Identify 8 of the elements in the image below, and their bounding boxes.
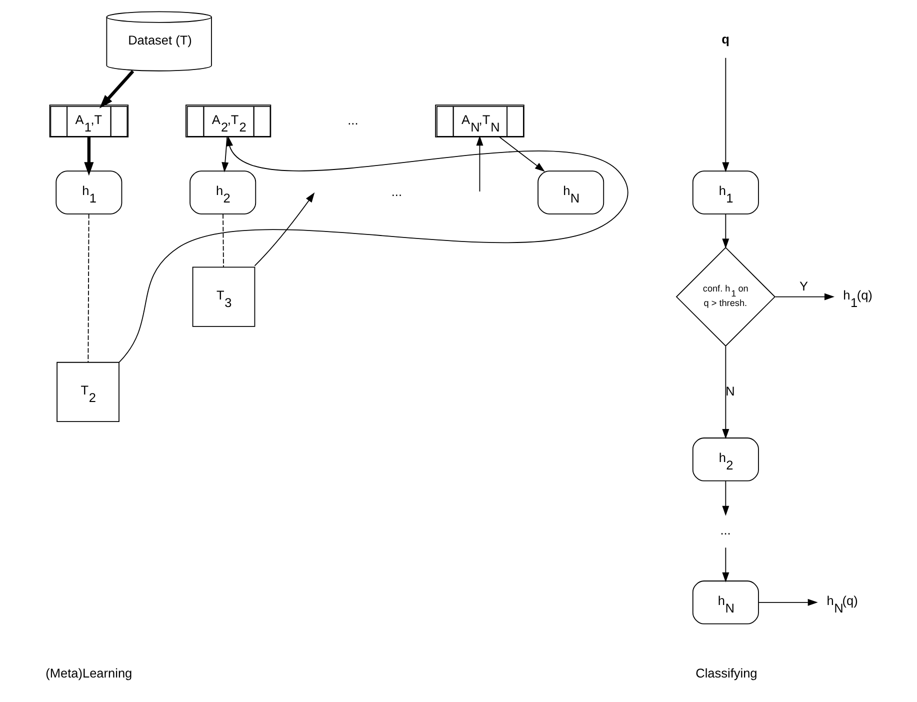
edge-label: Y [798, 278, 808, 294]
label: ... [347, 112, 358, 128]
label: Classifying [695, 665, 757, 680]
node-text: ... [720, 522, 730, 538]
node-text: q [721, 32, 729, 47]
label: ... [390, 184, 402, 199]
edge-label: N [725, 383, 734, 398]
label: (Meta)Learning [45, 665, 132, 680]
